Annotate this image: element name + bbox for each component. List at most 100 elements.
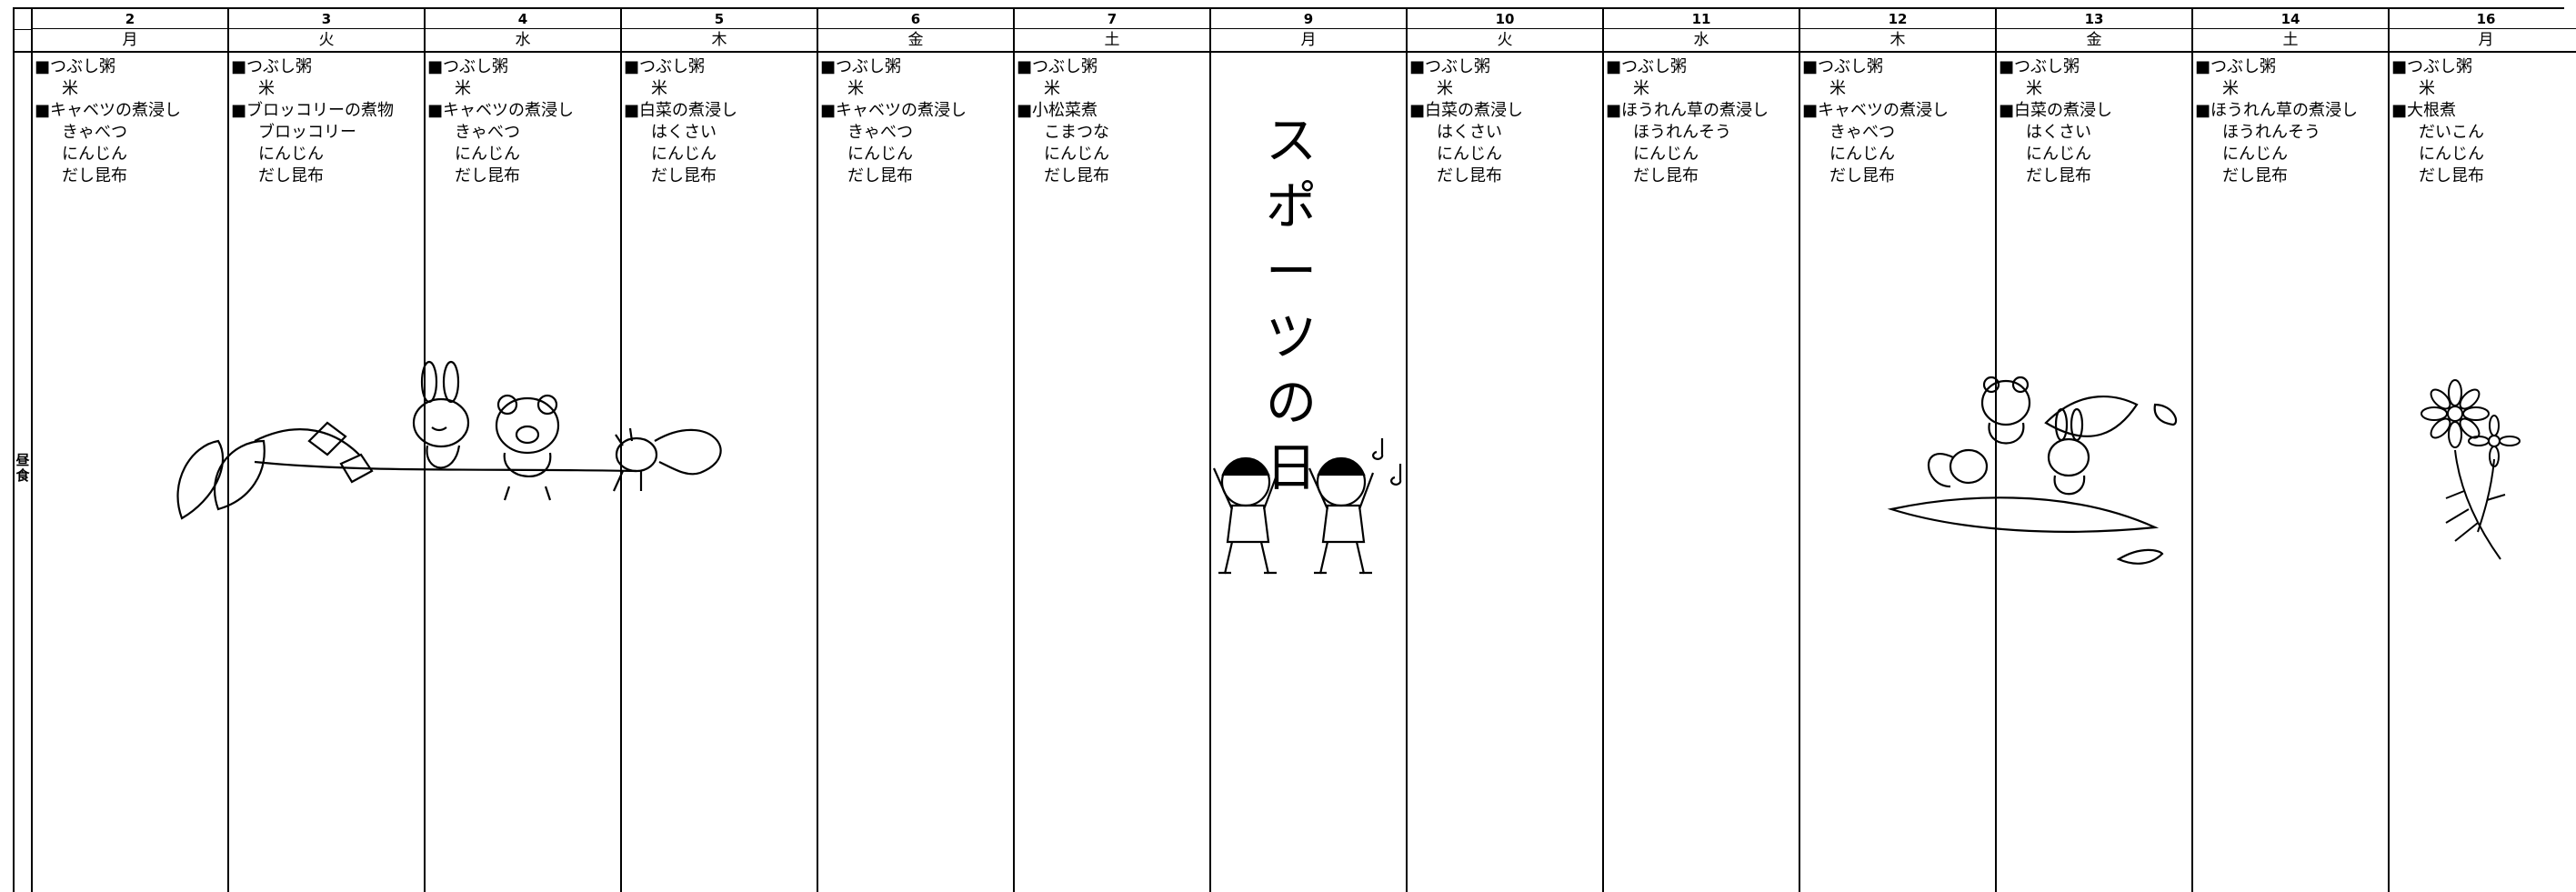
dish-name: ■小松菜煮 (1017, 101, 1098, 120)
ingredient: にんじん (2222, 145, 2288, 164)
dish-name: ■つぶし粥 (2195, 57, 2277, 76)
menu-list: ■つぶし粥米■キャベツの煮浸しきゃべつにんじんだし昆布 (820, 56, 1007, 187)
ingredient: だし昆布 (258, 166, 324, 185)
leaf-icon (2153, 403, 2178, 426)
child-icon (1308, 456, 1375, 575)
ingredient: だし昆布 (2026, 166, 2091, 185)
vine-icon (254, 428, 360, 456)
stem-icon (2477, 458, 2495, 533)
ingredient: きゃべつ (1829, 123, 1895, 142)
menu-list: ■つぶし粥米■ほうれん草の煮浸しほうれんそうにんじんだし昆布 (2195, 56, 2381, 187)
cosmos-flower-illustration (2421, 379, 2521, 560)
ingredient: にんじん (62, 145, 127, 164)
leaf-icon (307, 421, 347, 456)
dish-name: ■つぶし粥 (1606, 57, 1688, 76)
day-of-week: 火 (1408, 29, 1602, 53)
ingredient: にんじん (2419, 145, 2484, 164)
ingredient: 米 (258, 79, 275, 98)
day-number: 14 (2193, 9, 2388, 29)
dish-name: ■つぶし粥 (231, 57, 313, 76)
day-number: 6 (818, 9, 1013, 29)
leaf-icon (2116, 548, 2164, 565)
dish-name: ■キャベツの煮浸し (35, 101, 182, 120)
ingredient: こまつな (1044, 123, 1109, 142)
leaf-icon (1887, 496, 2160, 533)
day-number: 11 (1604, 9, 1799, 29)
ingredient: だし昆布 (1829, 166, 1895, 185)
day-number: 13 (1997, 9, 2191, 29)
menu-list: ■つぶし粥米■白菜の煮浸しはくさいにんじんだし昆布 (1409, 56, 1596, 187)
rope-icon (254, 460, 637, 473)
ingredient: にんじん (2026, 145, 2091, 164)
ingredient: だし昆布 (1437, 166, 1502, 185)
day-of-week: 月 (2390, 29, 2576, 53)
ingredient: 米 (2419, 79, 2435, 98)
ingredient: にんじん (847, 145, 913, 164)
ingredient: 米 (651, 79, 667, 98)
dish-name: ■キャベツの煮浸し (820, 101, 967, 120)
holiday-char: ス (1266, 112, 1317, 171)
ingredient: にんじん (1044, 145, 1109, 164)
ingredient: 米 (2026, 79, 2042, 98)
ingredient: だし昆布 (455, 166, 520, 185)
menu-list: ■つぶし粥米■白菜の煮浸しはくさいにんじんだし昆布 (1999, 56, 2185, 187)
bear-icon (1980, 376, 2031, 445)
holiday-char: の (1266, 374, 1317, 433)
bear-icon (495, 394, 560, 501)
rabbit-icon (2047, 407, 2090, 496)
ingredient: だし昆布 (1633, 166, 1699, 185)
ingredient: にんじん (1633, 145, 1699, 164)
ingredient: だし昆布 (62, 166, 127, 185)
ingredient: 米 (1437, 79, 1453, 98)
leaf-icon (213, 439, 266, 511)
day-of-week: 月 (1211, 29, 1406, 53)
menu-list: ■つぶし粥米■キャベツの煮浸しきゃべつにんじんだし昆布 (427, 56, 614, 187)
ingredient: はくさい (651, 123, 717, 142)
day-of-week: 水 (426, 29, 620, 53)
day-of-week: 金 (818, 29, 1013, 53)
ingredient: だし昆布 (1044, 166, 1109, 185)
child-icon (1212, 456, 1279, 575)
ingredient: きゃべつ (62, 123, 127, 142)
music-note-icon (1372, 438, 1384, 460)
ingredient: にんじん (455, 145, 520, 164)
ingredient: ほうれんそう (2222, 123, 2320, 142)
day-of-week: 木 (1800, 29, 1995, 53)
music-note-icon (1390, 464, 1402, 486)
holiday-char: ツ (1266, 308, 1317, 367)
menu-list: ■つぶし粥米■キャベツの煮浸しきゃべつにんじんだし昆布 (35, 56, 221, 187)
ingredient: だし昆布 (847, 166, 913, 185)
rabbit-icon (412, 360, 470, 469)
menu-list: ■つぶし粥米■ほうれん草の煮浸しほうれんそうにんじんだし昆布 (1606, 56, 1792, 187)
animals-tug-of-war-illustration (176, 360, 722, 520)
dish-name: ■つぶし粥 (35, 57, 116, 76)
ingredient: 米 (1044, 79, 1060, 98)
day-number: 2 (33, 9, 227, 29)
dish-name: ■つぶし粥 (1999, 57, 2080, 76)
menu-list: ■つぶし粥米■キャベツの煮浸しきゃべつにんじんだし昆布 (1802, 56, 1989, 187)
ingredient: だいこん (2419, 123, 2484, 142)
day-number: 3 (229, 9, 424, 29)
squirrel-icon (1927, 448, 1989, 488)
foliage-icon (2445, 490, 2506, 542)
ingredient: きゃべつ (847, 123, 913, 142)
ingredient: にんじん (1829, 145, 1895, 164)
dish-name: ■つぶし粥 (1802, 57, 1884, 76)
ingredient: にんじん (258, 145, 324, 164)
holiday-char: ポ (1266, 177, 1317, 236)
day-number: 12 (1800, 9, 1995, 29)
ingredient: きゃべつ (455, 123, 520, 142)
day-of-week: 金 (1997, 29, 2191, 53)
day-of-week: 土 (1015, 29, 1209, 53)
